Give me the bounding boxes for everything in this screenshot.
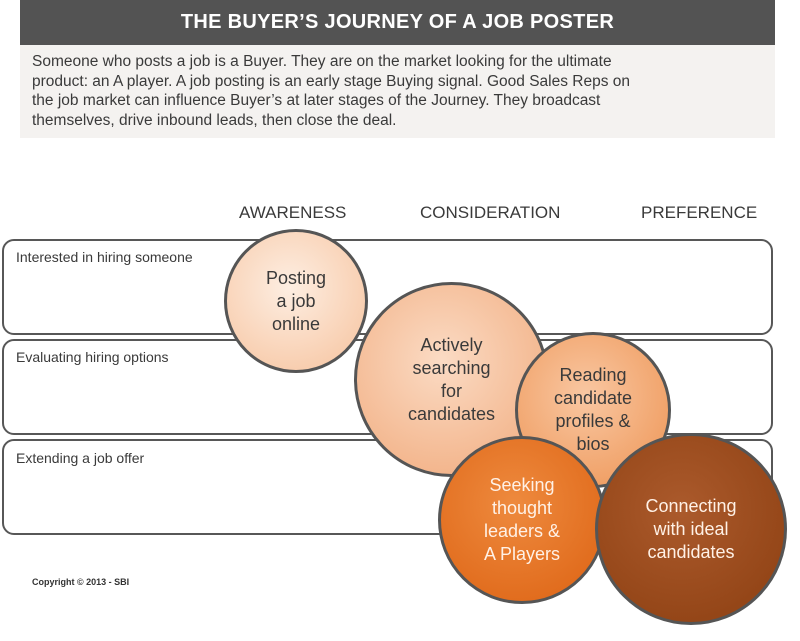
lane-label-evaluating: Evaluating hiring options — [16, 349, 169, 365]
circle-text-line: with ideal — [653, 518, 729, 539]
circle-text-line: candidates — [647, 541, 735, 562]
circle-text-line: Reading — [559, 365, 627, 385]
circle-posting-a-job: Posting a job online — [224, 229, 368, 373]
page-title: THE BUYER’S JOURNEY OF A JOB POSTER — [180, 11, 615, 33]
lane-label-extending: Extending a job offer — [16, 450, 145, 466]
intro-line: the job market can influence Buyer’s at … — [32, 92, 601, 109]
copyright-text: Copyright © 2013 - SBI — [32, 577, 130, 587]
circle-text-line: Posting — [265, 267, 327, 288]
title-bar: THE BUYER’S JOURNEY OF A JOB POSTER — [20, 0, 775, 48]
stage-awareness: AWARENESS — [239, 203, 347, 222]
intro-line: product: an A player. A job posting is a… — [32, 72, 630, 90]
circle-text-line: for — [440, 380, 462, 401]
lane-label-interested: Interested in hiring someone — [16, 249, 193, 265]
circle-text-line: searching — [412, 357, 491, 378]
circle-text-line: online — [271, 313, 321, 334]
circle-text-line: candidate — [553, 388, 633, 408]
intro-text-box: Someone who posts a job is a Buyer. They… — [20, 45, 775, 138]
circle-text-line: Seeking — [489, 475, 555, 495]
stage-consideration: CONSIDERATION — [420, 203, 561, 222]
circle-seeking-thought-leaders: Seeking thought leaders & A Players — [438, 436, 606, 604]
circle-text-line: a job — [276, 290, 316, 311]
circle-text-line: A Players — [483, 544, 561, 564]
circle-connecting-candidates: Connecting with ideal candidates — [595, 433, 787, 625]
circle-text-line: Actively — [420, 334, 483, 355]
circle-text-line: Connecting — [645, 495, 737, 516]
circle-text-line: profiles & — [555, 411, 631, 431]
intro-line: themselves, drive inbound leads, then cl… — [32, 111, 397, 129]
circle-text-line: bios — [576, 434, 610, 454]
circle-text-line: leaders & — [483, 521, 561, 541]
stage-preference: PREFERENCE — [641, 203, 758, 222]
circle-text-line: thought — [491, 498, 553, 518]
circle-text-line: candidates — [407, 403, 496, 424]
intro-line: Someone who posts a job is a Buyer. They… — [32, 53, 612, 70]
